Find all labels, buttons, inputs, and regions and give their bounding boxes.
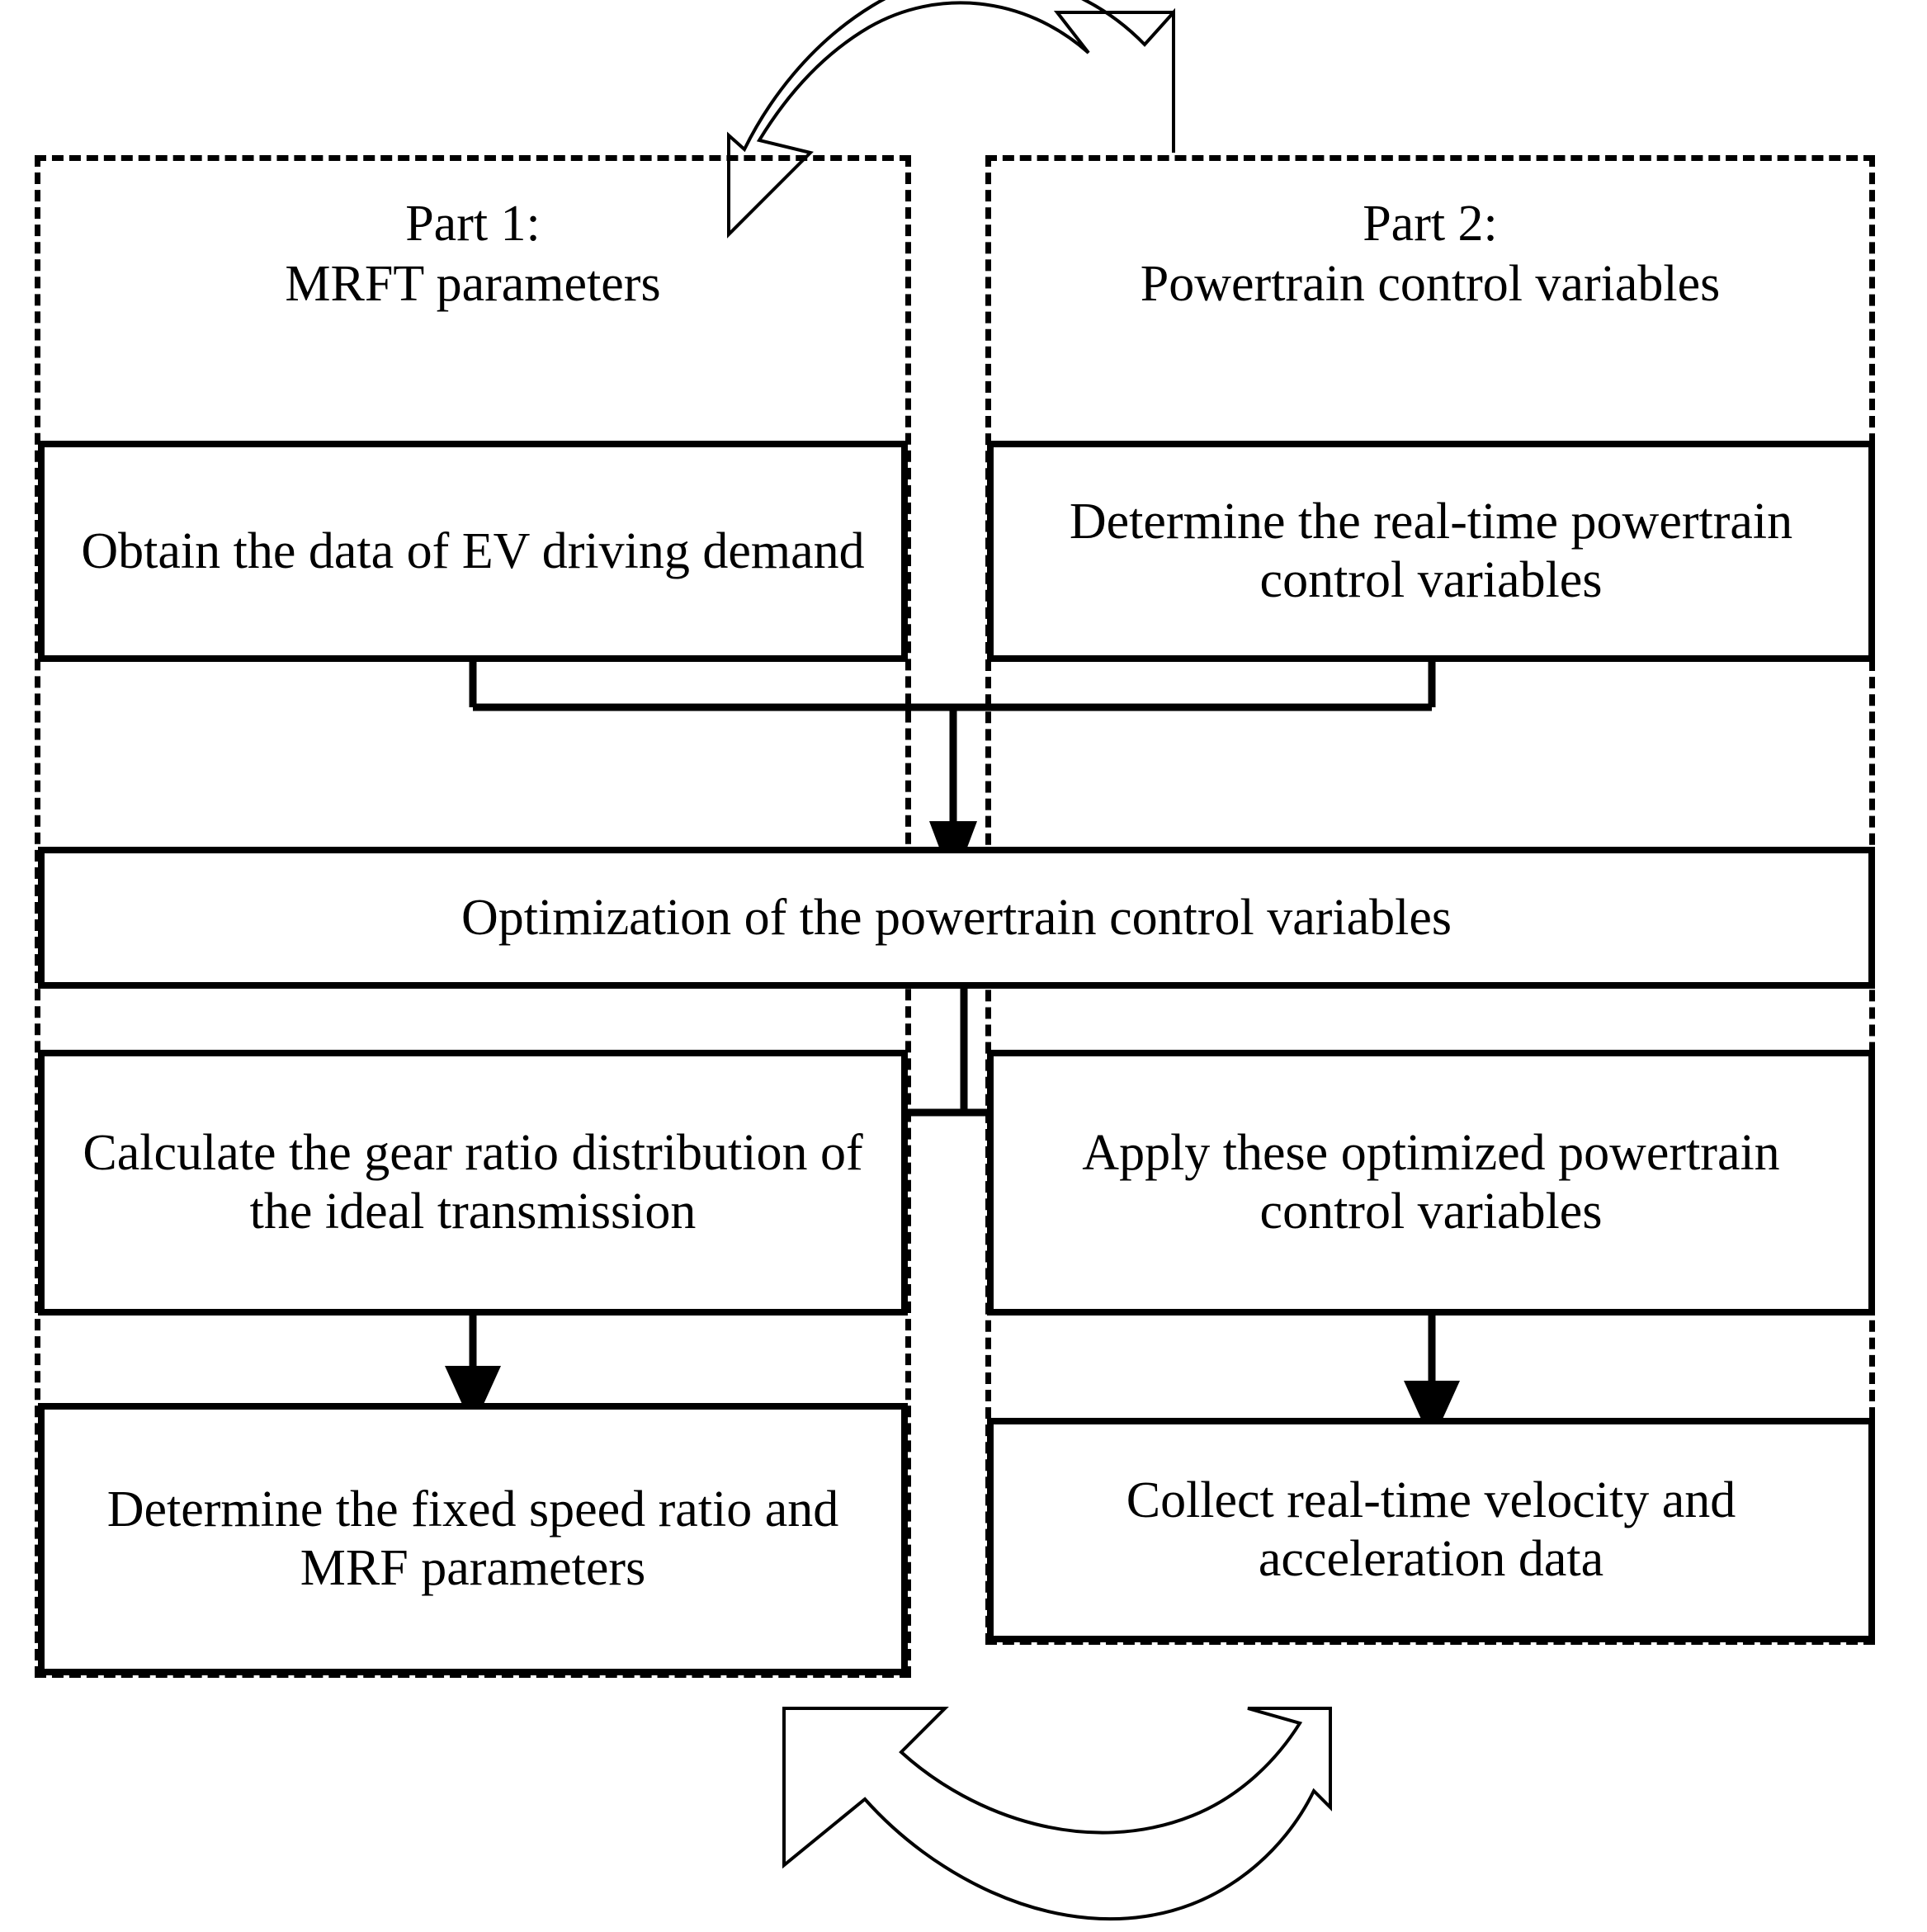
box-collect-realtime-velocity-and-acceleration-data[interactable]: Collect real-time velocity and accelerat…: [987, 1418, 1875, 1642]
box-optimization-of-powertrain-control-variables[interactable]: Optimization of the powertrain control v…: [38, 847, 1875, 989]
panel-part-1-title: Part 1: MRFT parameters: [285, 196, 661, 313]
box-determine-realtime-powertrain-control-variables[interactable]: Determine the real-time powertrain contr…: [987, 441, 1875, 662]
box-calculate-gear-ratio-distribution[interactable]: Calculate the gear ratio distribution of…: [38, 1050, 908, 1316]
box-determine-fixed-speed-ratio-and-mrf-parameters[interactable]: Determine the fixed speed ratio and MRF …: [38, 1403, 908, 1675]
box-obtain-ev-driving-demand[interactable]: Obtain the data of EV driving demand: [38, 441, 908, 662]
box-apply-optimized-powertrain-control-variables[interactable]: Apply these optimized powertrain control…: [987, 1050, 1875, 1316]
panel-part-2-title: Part 2: Powertrain control variables: [1140, 196, 1721, 313]
bottom-loop-arrow-icon: [782, 1707, 1332, 1921]
